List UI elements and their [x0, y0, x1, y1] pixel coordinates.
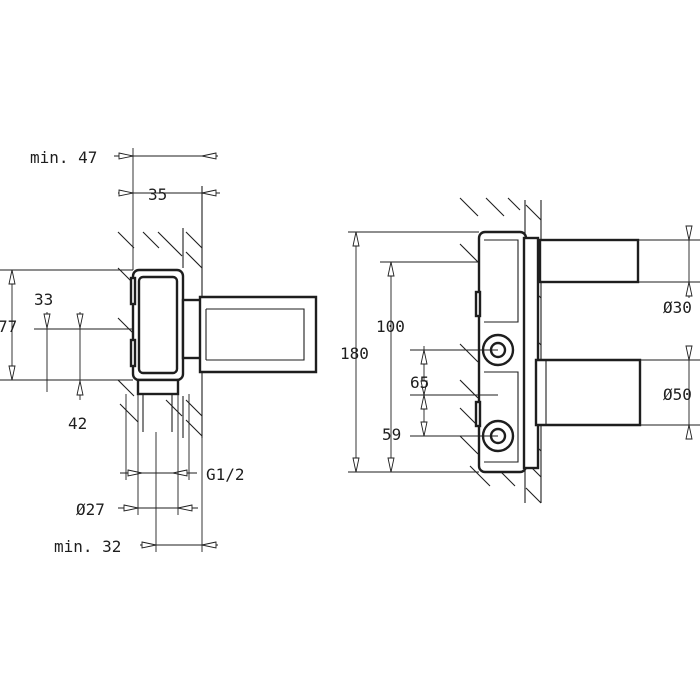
label-35: 35: [148, 185, 167, 204]
label-min-47: min. 47: [30, 148, 97, 167]
front-lug-top: [474, 290, 482, 318]
dim-59: 59: [382, 394, 498, 444]
dim-min-47: min. 47: [30, 148, 218, 270]
front-body-lower-panel: [484, 371, 519, 463]
label-180: 180: [340, 344, 369, 363]
side-view: min. 47 35 77 33: [0, 148, 318, 556]
front-handle-lower: [534, 358, 642, 427]
inner-wall: [157, 228, 184, 438]
label-100: 100: [376, 317, 405, 336]
wall-hatch-left: [117, 231, 160, 423]
mount-lug-top: [129, 276, 137, 306]
label-77: 77: [0, 317, 17, 336]
label-dia-30: Ø30: [663, 298, 692, 317]
label-g12: G1/2: [206, 465, 245, 484]
dim-65: 65: [410, 346, 498, 396]
dim-dia-50: Ø50: [640, 345, 700, 440]
handle-lever: [198, 295, 318, 374]
valve-body-inner: [137, 275, 179, 375]
label-dia-27: Ø27: [76, 500, 105, 519]
connection-stub: [136, 378, 180, 396]
front-body-upper-panel: [484, 239, 519, 323]
dim-180: 180: [340, 231, 479, 473]
mount-lug-bottom: [129, 338, 137, 368]
label-65: 65: [410, 373, 429, 392]
dim-min-32: min. 32: [54, 432, 218, 556]
label-59: 59: [382, 425, 401, 444]
front-lug-bottom: [474, 400, 482, 428]
label-42: 42: [68, 414, 87, 433]
label-min-32: min. 32: [54, 537, 121, 556]
dim-33: 33: [34, 290, 133, 392]
front-view: 180 100 65 59: [340, 197, 700, 504]
dim-42: 42: [68, 312, 133, 433]
dim-77: 77: [0, 269, 133, 381]
label-33: 33: [34, 290, 53, 309]
handle-lever-inner: [206, 308, 305, 361]
dim-35: 35: [118, 185, 220, 204]
label-dia-50: Ø50: [663, 385, 692, 404]
dim-g12: G1/2: [120, 394, 245, 484]
dim-dia-27: Ø27: [76, 394, 198, 519]
front-handle-upper: [538, 238, 640, 284]
dim-dia-30: Ø30: [638, 225, 700, 317]
front-flange: [522, 236, 540, 470]
dim-100: 100: [376, 261, 479, 473]
